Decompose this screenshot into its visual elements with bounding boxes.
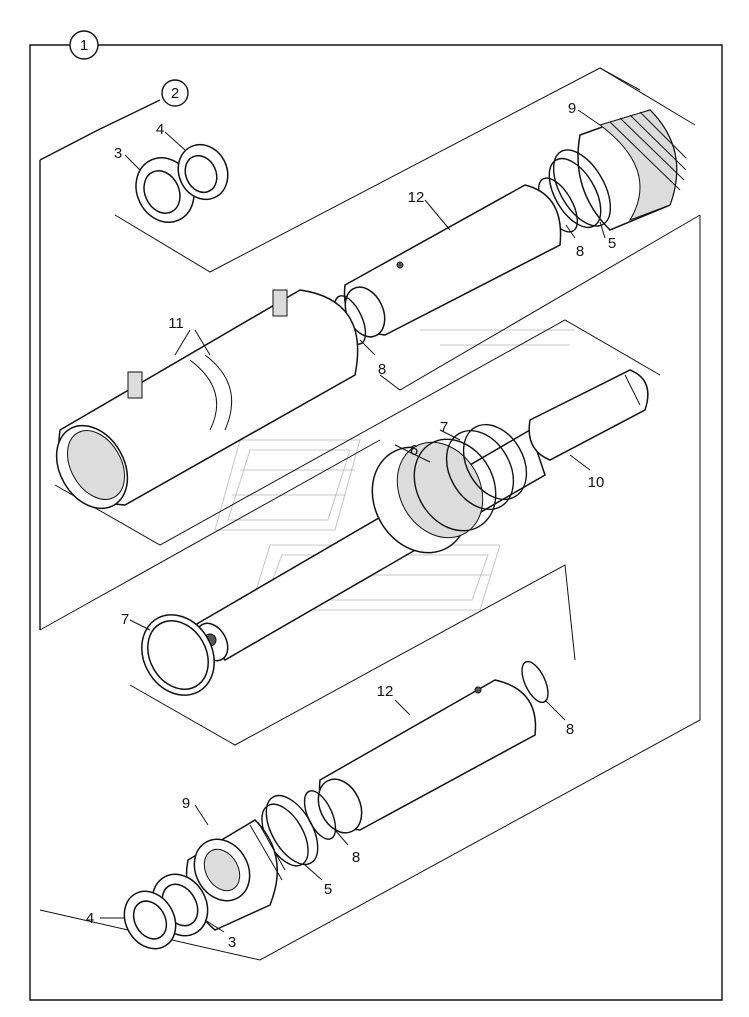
label-6: 6	[410, 442, 418, 459]
leader-lines	[100, 109, 606, 933]
seal-7-top	[445, 423, 528, 511]
assembly-frame: 1	[29, 30, 723, 1001]
label-5-bottom: 5	[324, 881, 332, 898]
ring-8-bottom-a	[521, 660, 549, 704]
piston-rod	[193, 428, 546, 662]
label-3-bottom: 3	[228, 934, 236, 951]
part-number-labels: 3 4 9 12 8 5 11 8 7 6 10 7 12 8 9 8 5 4 …	[86, 100, 616, 951]
label-4-top: 4	[156, 121, 164, 138]
label-8-top-a: 8	[576, 243, 584, 260]
label-8-top-b: 8	[378, 361, 386, 378]
seal-5-top	[548, 149, 612, 229]
ring-4-bottom	[123, 890, 177, 950]
explode-guides	[39, 67, 701, 961]
label-4-bottom: 4	[86, 910, 94, 927]
kit-bracket: 2	[39, 79, 189, 630]
kit-callout-circle	[161, 79, 189, 107]
label-12-bottom: 12	[377, 683, 394, 700]
label-3-top: 3	[114, 145, 122, 162]
seal-7-left	[141, 614, 215, 696]
cylinder-barrel	[55, 289, 359, 510]
label-10: 10	[588, 474, 605, 491]
piston-6	[371, 438, 497, 554]
assembly-callout-number: 1	[80, 37, 88, 54]
label-7-top: 7	[440, 419, 448, 436]
rod-end-10	[528, 369, 649, 461]
label-9-top: 9	[568, 100, 576, 117]
label-11: 11	[168, 315, 184, 332]
label-12-top: 12	[408, 189, 425, 206]
ring-4-top	[177, 143, 229, 201]
gland-9-top	[577, 109, 687, 231]
label-7-left: 7	[121, 611, 129, 628]
tube-12-bottom	[317, 679, 537, 834]
kit-callout-number: 2	[171, 85, 179, 102]
label-5-top: 5	[608, 235, 616, 252]
tube-12-top	[343, 184, 562, 338]
label-9-bottom: 9	[182, 795, 190, 812]
label-8-bottom-b: 8	[352, 849, 360, 866]
assembly-callout-circle	[69, 30, 99, 60]
label-8-bottom-a: 8	[566, 721, 574, 738]
watermark-logo	[214, 329, 575, 611]
